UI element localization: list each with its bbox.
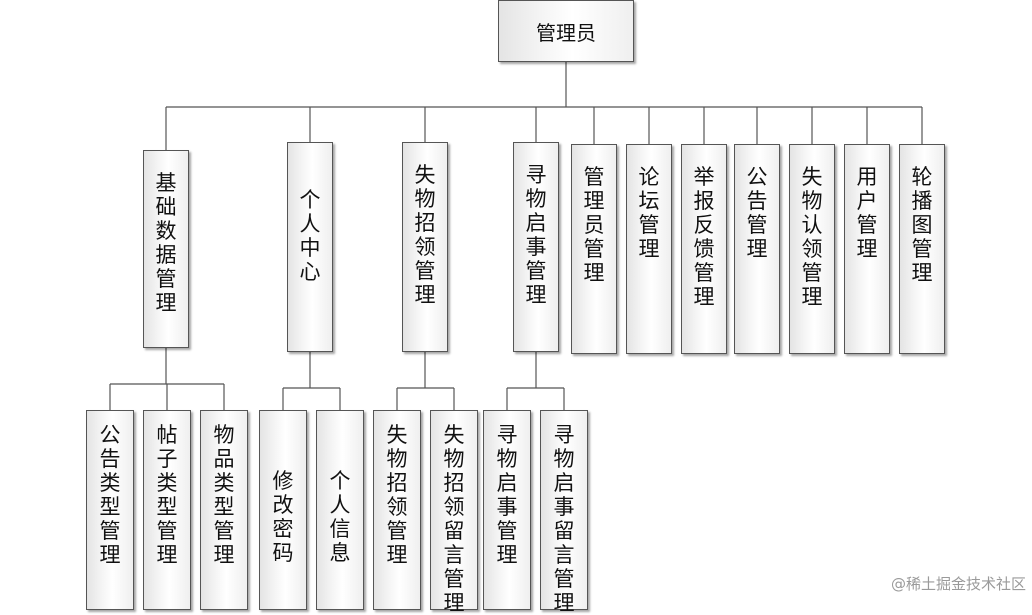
node-label: 寻物启事留言管理 xyxy=(553,423,575,615)
level2-node-1-2: 帖子类型管理 xyxy=(143,410,191,610)
level2-node-1-1: 公告类型管理 xyxy=(86,410,134,610)
level2-node-4-1: 寻物启事管理 xyxy=(483,410,531,610)
node-label: 失物招领管理 xyxy=(386,423,408,567)
level1-node-3: 失物招领管理 xyxy=(402,142,448,352)
node-label: 论坛管理 xyxy=(638,165,660,261)
root-label: 管理员 xyxy=(536,20,596,45)
node-label: 寻物启事管理 xyxy=(496,423,518,567)
node-label: 帖子类型管理 xyxy=(156,423,178,567)
node-label: 管理员管理 xyxy=(583,165,605,285)
node-label: 基础数据管理 xyxy=(155,171,177,315)
node-label: 用户管理 xyxy=(856,165,878,261)
level1-node-11: 轮播图管理 xyxy=(899,144,945,354)
connector-lines xyxy=(109,62,923,410)
level2-node-2-2: 个人信息 xyxy=(316,410,364,610)
level2-node-4-2: 寻物启事留言管理 xyxy=(540,410,588,615)
level1-node-4: 寻物启事管理 xyxy=(513,142,559,352)
level1-node-7: 举报反馈管理 xyxy=(681,144,727,354)
node-label: 轮播图管理 xyxy=(911,165,933,285)
root-node: 管理员 xyxy=(498,0,634,62)
level1-node-5: 管理员管理 xyxy=(571,144,617,354)
level2-node-3-2: 失物招领留言管理 xyxy=(430,410,478,615)
node-label: 修改密码 xyxy=(272,469,294,565)
node-label: 失物招领留言管理 xyxy=(443,423,465,615)
level2-node-1-3: 物品类型管理 xyxy=(200,410,248,610)
level1-node-6: 论坛管理 xyxy=(626,144,672,354)
level1-node-10: 用户管理 xyxy=(844,144,890,354)
node-label: 寻物启事管理 xyxy=(525,163,547,307)
node-label: 个人信息 xyxy=(329,469,351,565)
watermark: @稀土掘金技术社区 xyxy=(890,575,1026,593)
hierarchy-diagram: 管理员基础数据管理公告类型管理 帖子类型管理 物品类型管理 个人中心修改密码 个人信息 失… xyxy=(86,0,945,615)
node-label: 举报反馈管理 xyxy=(693,165,715,309)
node-label: 个人中心 xyxy=(299,188,321,284)
node-label: 物品类型管理 xyxy=(213,423,235,567)
level1-node-2: 个人中心 xyxy=(287,142,333,352)
level1-node-8: 公告管理 xyxy=(734,144,780,354)
level1-node-9: 失物认领管理 xyxy=(789,144,835,354)
node-label: 公告类型管理 xyxy=(99,423,121,567)
level2-node-2-1: 修改密码 xyxy=(259,410,307,610)
level2-node-3-1: 失物招领管理 xyxy=(373,410,421,610)
node-label: 公告管理 xyxy=(746,165,768,261)
node-label: 失物认领管理 xyxy=(801,165,823,309)
level1-node-1: 基础数据管理 xyxy=(143,150,189,348)
node-label: 失物招领管理 xyxy=(414,163,436,307)
